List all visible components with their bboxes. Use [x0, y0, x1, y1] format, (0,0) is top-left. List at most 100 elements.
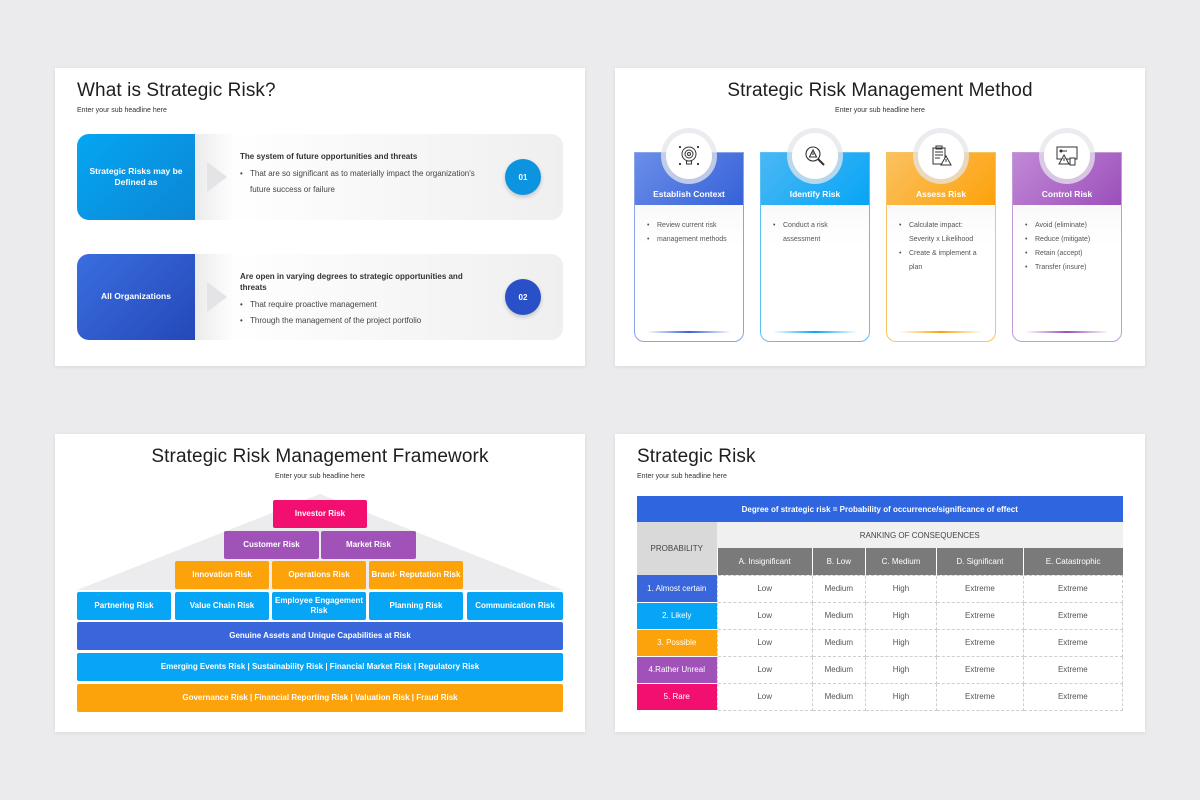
table-cell: High: [864, 628, 938, 657]
card-bullet: Review current risk: [647, 219, 733, 233]
slide-title: Strategic Risk: [637, 446, 756, 467]
framework-base-layer: Genuine Assets and Unique Capabilities a…: [77, 622, 563, 650]
table-cell: High: [864, 682, 938, 711]
card-bullet: Create & implement a plan: [899, 247, 985, 275]
method-card-control-risk: Control Risk Avoid (eliminate) Reduce (m…: [1012, 133, 1122, 342]
table-cell: Low: [716, 655, 813, 684]
definition-row-1: Strategic Risks may be Defined as The sy…: [77, 134, 563, 220]
column-header: B. Low: [811, 548, 866, 575]
table-cell: Extreme: [936, 655, 1024, 684]
risk-matrix-table: Degree of strategic risk = Probability o…: [637, 496, 1124, 711]
card-accent-bar: [647, 331, 731, 333]
framework-block: Investor Risk: [273, 500, 367, 528]
slide-strategic-risk-matrix[interactable]: Strategic Risk Enter your sub headline h…: [615, 434, 1145, 732]
magnifier-warning-icon: [792, 133, 838, 179]
table-cell: Extreme: [936, 601, 1024, 630]
column-header: D. Significant: [936, 548, 1024, 575]
matrix-banner: Degree of strategic risk = Probability o…: [637, 496, 1123, 522]
slide-title: Strategic Risk Management Method: [727, 80, 1033, 101]
ranking-header: RANKING OF CONSEQUENCES: [717, 522, 1123, 548]
framework-block: Operations Risk: [272, 561, 366, 589]
column-header: C. Medium: [864, 548, 937, 575]
row-header: 3. Possible: [637, 629, 717, 657]
row-label: All Organizations: [77, 254, 195, 340]
table-row: 4.Rather Unreal Low Medium High Extreme …: [637, 655, 1124, 684]
slide-subtitle: Enter your sub headline here: [835, 107, 925, 114]
slide-risk-framework[interactable]: Strategic Risk Management Framework Ente…: [55, 434, 585, 732]
column-header: E. Catastrophic: [1022, 548, 1123, 575]
method-card-establish-context: Establish Context Review current risk ma…: [634, 133, 744, 342]
row-label: Strategic Risks may be Defined as: [77, 134, 195, 220]
framework-base-layer: Governance Risk | Financial Reporting Ri…: [77, 684, 563, 712]
slide-subtitle: Enter your sub headline here: [637, 473, 727, 480]
framework-block: Customer Risk: [224, 531, 319, 559]
method-card-identify-risk: Identify Risk Conduct a risk assessment: [760, 133, 870, 342]
slide-title: Strategic Risk Management Framework: [151, 446, 489, 467]
card-bullet: Reduce (mitigate): [1025, 233, 1111, 247]
table-cell: Medium: [811, 628, 866, 657]
table-cell: Low: [716, 628, 813, 657]
table-row: 2. Likely Low Medium High Extreme Extrem…: [637, 601, 1124, 630]
framework-block: Communication Risk: [467, 592, 563, 620]
table-cell: Medium: [811, 655, 866, 684]
table-cell: Extreme: [1022, 601, 1124, 630]
row-number-badge: 01: [505, 159, 541, 195]
framework-block: Employee Engagement Risk: [272, 592, 366, 620]
row-header: 4.Rather Unreal: [637, 656, 717, 684]
table-cell: Low: [716, 601, 813, 630]
card-bullet: management methods: [647, 233, 733, 247]
framework-block: Planning Risk: [369, 592, 463, 620]
table-cell: Medium: [811, 601, 866, 630]
table-cell: High: [864, 574, 938, 603]
card-title: Assess Risk: [915, 189, 967, 199]
framework-block: Value Chain Risk: [175, 592, 269, 620]
table-cell: Extreme: [936, 682, 1024, 711]
row-number-badge: 02: [505, 279, 541, 315]
framework-base-layer: Emerging Events Risk | Sustainability Ri…: [77, 653, 563, 681]
arrow-right-icon: [195, 134, 235, 220]
table-cell: Extreme: [936, 628, 1024, 657]
table-cell: Extreme: [1022, 574, 1124, 603]
table-cell: Extreme: [936, 574, 1024, 603]
card-bullet: Calculate impact: Severity x Likelihood: [899, 219, 985, 247]
slide-risk-management-method[interactable]: Strategic Risk Management Method Enter y…: [615, 68, 1145, 366]
slide-subtitle: Enter your sub headline here: [77, 107, 167, 114]
framework-block: Partnering Risk: [77, 592, 171, 620]
card-title: Establish Context: [653, 189, 725, 199]
card-bullet: Conduct a risk assessment: [773, 219, 859, 247]
table-cell: Low: [716, 574, 813, 603]
row-bullet: Through the management of the project po…: [240, 313, 480, 329]
table-cell: Extreme: [1022, 682, 1124, 711]
table-cell: Low: [716, 682, 813, 711]
card-accent-bar: [899, 331, 983, 333]
table-cell: Extreme: [1022, 655, 1124, 684]
row-header: 1. Almost certain: [637, 575, 717, 603]
lightbulb-gear-icon: [666, 133, 712, 179]
row-bullet: That require proactive management: [240, 297, 480, 313]
table-row: 5. Rare Low Medium High Extreme Extreme: [637, 682, 1124, 711]
framework-block: Innovation Risk: [175, 561, 269, 589]
arrow-right-icon: [195, 254, 235, 340]
table-cell: High: [864, 601, 938, 630]
framework-block: Market Risk: [321, 531, 416, 559]
card-accent-bar: [1025, 331, 1109, 333]
column-header: A. Insignificant: [716, 548, 813, 575]
table-row: 1. Almost certain Low Medium High Extrem…: [637, 574, 1124, 603]
row-heading: The system of future opportunities and t…: [240, 152, 418, 161]
card-accent-bar: [773, 331, 857, 333]
card-bullet: Retain (accept): [1025, 247, 1111, 261]
monitor-warning-icon: [1044, 133, 1090, 179]
probability-header: PROBABILITY: [637, 522, 717, 575]
slide-subtitle: Enter your sub headline here: [275, 473, 365, 480]
table-row: 3. Possible Low Medium High Extreme Extr…: [637, 628, 1124, 657]
table-cell: Extreme: [1022, 628, 1124, 657]
slide-title: What is Strategic Risk?: [77, 80, 276, 101]
row-header: 2. Likely: [637, 602, 717, 630]
card-bullet: Transfer (insure): [1025, 261, 1111, 275]
row-bullet: That are so significant as to materially…: [240, 166, 480, 198]
card-title: Control Risk: [1041, 189, 1093, 199]
clipboard-warning-icon: [918, 133, 964, 179]
table-cell: High: [864, 655, 938, 684]
framework-block: Brand- Reputation Risk: [369, 561, 463, 589]
slide-what-is-strategic-risk[interactable]: What is Strategic Risk? Enter your sub h…: [55, 68, 585, 366]
